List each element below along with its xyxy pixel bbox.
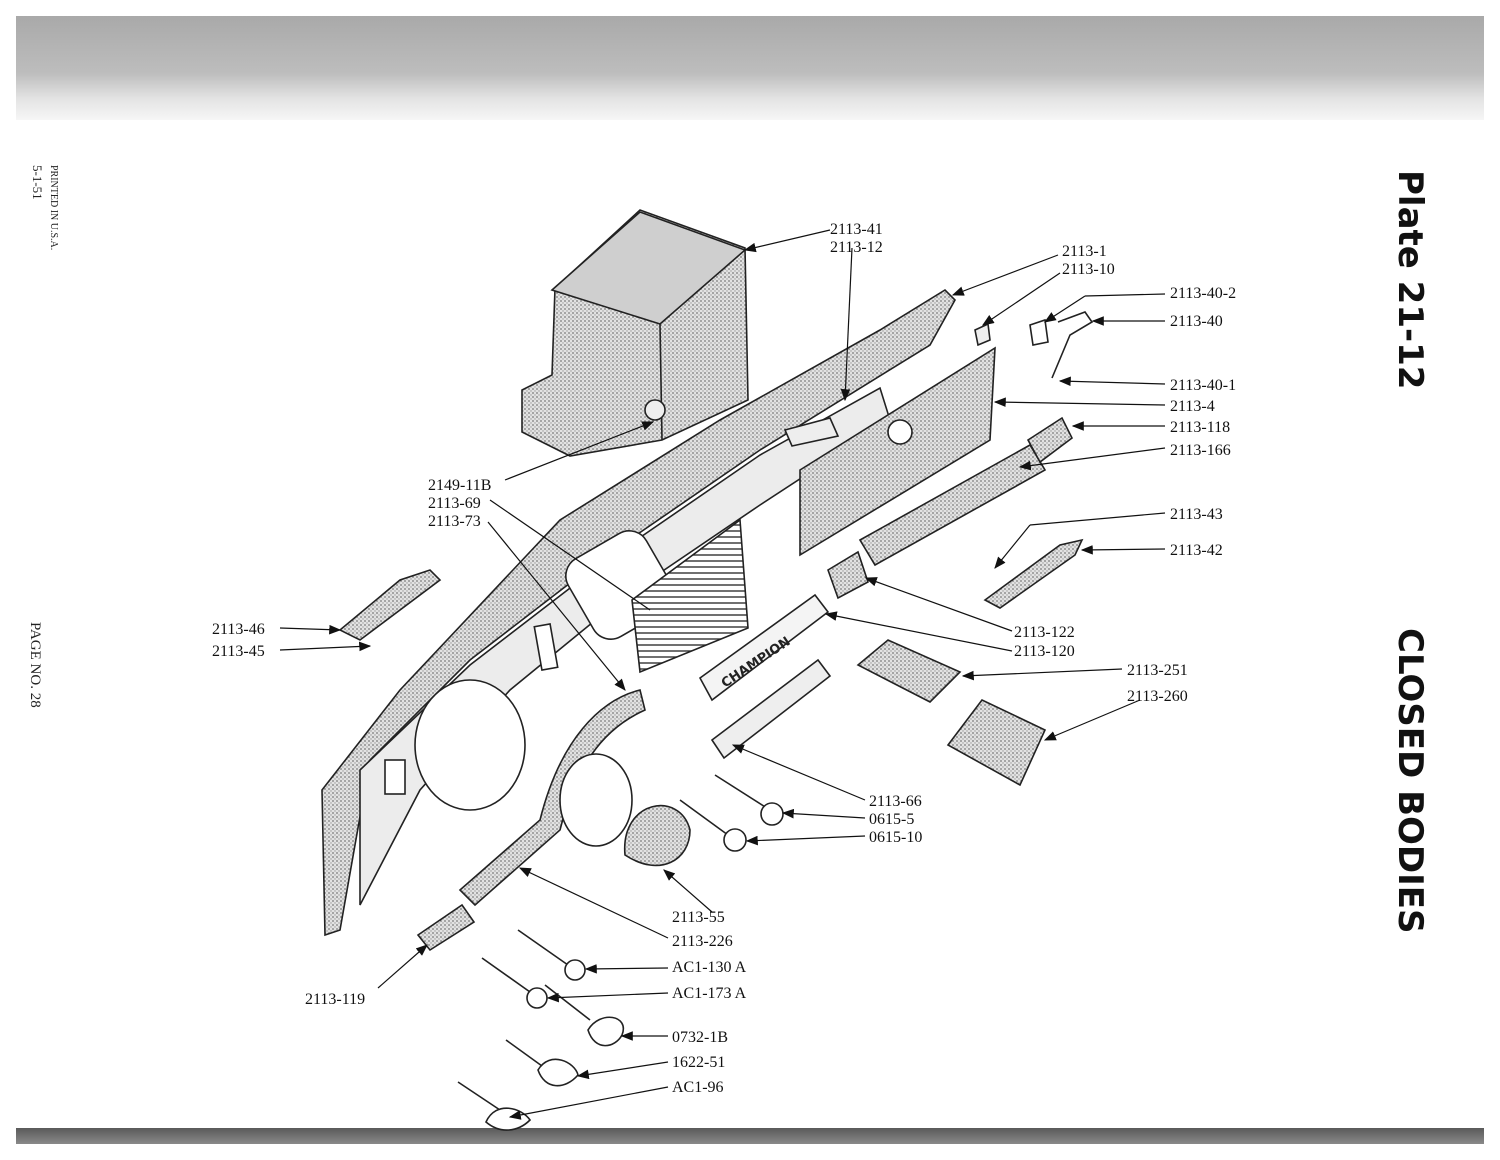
ashtray-bracket-part: [856, 639, 962, 703]
callout-AC1-173A: AC1-173 A: [672, 985, 747, 1002]
latch-block-part: [1029, 318, 1049, 346]
callout-2113-4: 2113-4: [1170, 398, 1215, 415]
callout-0615-5: 0615-5: [869, 811, 914, 828]
callout-2113-10: 2113-10: [1062, 261, 1115, 278]
callout-0615-10: 0615-10: [869, 829, 922, 846]
callout-1622-51: 1622-51: [672, 1054, 725, 1071]
instrument-panel-part: [321, 288, 956, 937]
callout-2113-118: 2113-118: [1170, 419, 1230, 436]
callout-2113-119: 2113-119: [305, 991, 365, 1008]
knobs-group: [457, 774, 784, 1131]
bracket-part: [710, 658, 832, 760]
leader-lines: [279, 229, 1166, 1120]
plate-number: Plate 21-12: [1390, 170, 1430, 390]
callout-2149-11B: 2149-11B: [428, 477, 491, 494]
hinge-part: [983, 538, 1084, 609]
callout-AC1-130A: AC1-130 A: [672, 959, 747, 976]
callout-2113-46: 2113-46: [212, 621, 265, 638]
callout-2113-40-1: 2113-40-1: [1170, 377, 1236, 394]
callout-2113-40-2: 2113-40-2: [1170, 285, 1236, 302]
callout-2113-73: 2113-73: [428, 513, 481, 530]
callout-AC1-96: AC1-96: [672, 1079, 724, 1096]
callout-2113-1: 2113-1: [1062, 243, 1107, 260]
printed-note: PRINTED IN U.S.A.: [48, 165, 59, 251]
clip-part: [974, 322, 991, 347]
callout-2113-43: 2113-43: [1170, 506, 1223, 523]
glove-lock-part: [783, 417, 840, 447]
callout-2113-12: 2113-12: [830, 239, 883, 256]
callout-2113-66: 2113-66: [869, 793, 922, 810]
glove-door-panel-part: [799, 346, 996, 557]
callout-2113-120: 2113-120: [1014, 643, 1075, 660]
callout-2113-251: 2113-251: [1127, 662, 1188, 679]
callout-2113-166: 2113-166: [1170, 442, 1231, 459]
callout-0732-1B: 0732-1B: [672, 1029, 728, 1046]
glove-box-part: [521, 209, 749, 457]
tube-part: [827, 416, 1074, 600]
callout-2113-260: 2113-260: [1127, 688, 1188, 705]
callout-2113-42: 2113-42: [1170, 542, 1223, 559]
radio-grille-part: [631, 518, 749, 674]
page-number: PAGE NO. 28: [27, 622, 43, 708]
callout-2113-69: 2113-69: [428, 495, 481, 512]
callout-labels: 2113-41 2113-12 2113-1 2113-10 2113-40-2…: [212, 221, 1236, 1096]
print-date: 5-1-51: [30, 165, 45, 200]
lower-arm-ring-part: [559, 753, 633, 847]
page-bottom-shadow: [16, 1128, 1484, 1144]
callout-2113-41: 2113-41: [830, 221, 883, 238]
callout-2113-226: 2113-226: [672, 933, 733, 950]
callout-2113-122: 2113-122: [1014, 624, 1075, 641]
ventilator-bracket-part: [338, 569, 442, 641]
callout-2113-55: 2113-55: [672, 909, 725, 926]
light-hood-part: [624, 804, 691, 867]
callout-2113-40: 2113-40: [1170, 313, 1223, 330]
page-top-shadow: [16, 16, 1484, 120]
end-cap-part: [416, 903, 476, 952]
callout-2113-45: 2113-45: [212, 643, 265, 660]
bumper-part: [644, 399, 666, 421]
ashtray-part: [946, 698, 1047, 787]
latch-arm-part: [1051, 311, 1094, 379]
section-title: CLOSED BODIES: [1390, 628, 1430, 934]
